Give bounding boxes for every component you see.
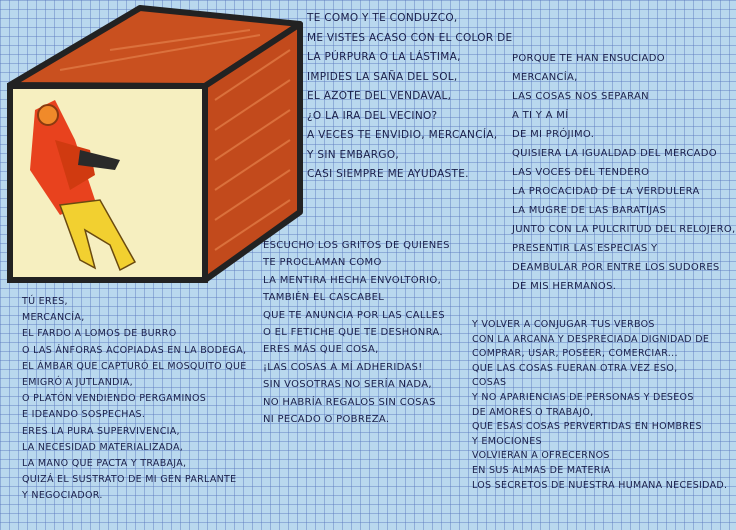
poem-line: te proclaman como [263, 257, 382, 269]
poem-line: junto con la pulcritud del relojero, [512, 224, 736, 235]
poem-line: la mentira hecha envoltorio, [263, 274, 442, 286]
poem-line: la necesidad materializada, [22, 441, 184, 453]
poem-line: Tú eres, [22, 296, 68, 307]
poem-line: a ti y a mí [512, 110, 569, 121]
poem-line: o Platón vendiendo pergaminos [22, 393, 207, 405]
poem-line: me vistes acaso con el color de [307, 31, 513, 44]
poem-line: de amores o trabajo, [472, 406, 594, 418]
poem-line: emigró a Jutlandia, [22, 376, 133, 388]
poem-line: Eres más que cosa, [263, 344, 379, 356]
poem-line: volvieran a ofrecernos [472, 450, 610, 462]
poem-line: Porque te han ensuciado [512, 53, 665, 64]
poem-line: las voces del tendero [512, 167, 650, 178]
poem-line: mercancía, [22, 312, 85, 324]
poem-line: Escucho los gritos de quienes [263, 240, 450, 251]
poem-line: que te anuncia por las calles [263, 309, 445, 321]
poem-line: de mis hermanos. [512, 281, 617, 292]
stanza-3: Escucho los gritos de quienes te proclam… [263, 237, 450, 428]
poem-line: y sin embargo, [307, 148, 400, 161]
poem-line: la púrpura o la lástima, [307, 51, 461, 63]
poem-line: mercancía, [512, 72, 578, 83]
poem-line: deambular por entre los sudores [512, 262, 720, 273]
poem-line: de mi prójimo. [512, 129, 595, 140]
poem-line: el azote del vendaval, [307, 90, 452, 102]
poem-line: el fardo a lomos de burro [22, 328, 177, 340]
poem-line: las cosas nos separan [512, 91, 649, 102]
poem-line: en sus almas de materia [472, 464, 611, 476]
poem-line: y emociones [472, 435, 542, 447]
poem-line: ¡las cosas a mí adheridas! [263, 361, 423, 373]
stanza-5: Y volver a conjugar tus verbos con la ar… [472, 318, 727, 493]
poem-line: Sin vosotras no sería nada, [263, 379, 432, 391]
poem-line: cosas [472, 377, 507, 389]
poem-line: quizá el sustrato de mi gen parlante [22, 474, 237, 486]
poem-line: Te como y te conduzco, [307, 12, 458, 24]
poem-line: Eres la pura supervivencia, [22, 425, 180, 437]
poem-line: también el cascabel [263, 292, 385, 304]
poem-line: y no apariencias de personas y deseos [472, 391, 694, 403]
poem-line: el ámbar que capturó el mosquito que [22, 360, 247, 372]
poem-line: la mano que pacta y trabaja, [22, 457, 187, 469]
poem-line: impides la saña del sol, [307, 70, 458, 83]
poem-line: que las cosas fueran otra vez eso, [472, 362, 678, 374]
poem-line: Y volver a conjugar tus verbos [472, 319, 655, 330]
poem-line: ni pecado o pobreza. [263, 413, 390, 425]
cube-illustration [7, 5, 303, 283]
stanza-1: Te como y te conduzco, me vistes acaso c… [307, 9, 512, 185]
poem-line: Quisiera la igualdad del mercado [512, 148, 717, 159]
stanza-2: Porque te han ensuciado mercancía, las c… [512, 49, 736, 296]
stanza-4: Tú eres, mercancía, el fardo a lomos de … [22, 294, 247, 504]
poem-line: la procacidad de la verdulera [512, 186, 700, 197]
poem-line: y negociador. [22, 490, 103, 502]
poem-line: o el fetiche que te deshonra. [263, 326, 443, 338]
poem-line: A veces te envidio, mercancía, [307, 129, 498, 141]
poem-line: casi siempre me ayudaste. [307, 168, 469, 180]
poem-line: con la arcana y despreciada dignidad de [472, 333, 710, 345]
poem-line: que esas cosas pervertidas en hombres [472, 421, 702, 433]
poem-line: o las ánforas acopiadas en la bodega, [22, 344, 247, 356]
poem-line: no habría regalos sin cosas [263, 396, 436, 408]
poem-line: ¿o la ira del vecino? [307, 109, 438, 122]
poem-line: los secretos de nuestra humana necesidad… [472, 479, 728, 491]
poem-line: e ideando sospechas. [22, 409, 146, 421]
poem-line: la mugre de las baratijas [512, 205, 667, 216]
poem-line: presentir las especias y [512, 243, 658, 254]
poem-line: comprar, usar, poseer, comerciar... [472, 348, 678, 360]
carrying-figure [30, 100, 137, 272]
